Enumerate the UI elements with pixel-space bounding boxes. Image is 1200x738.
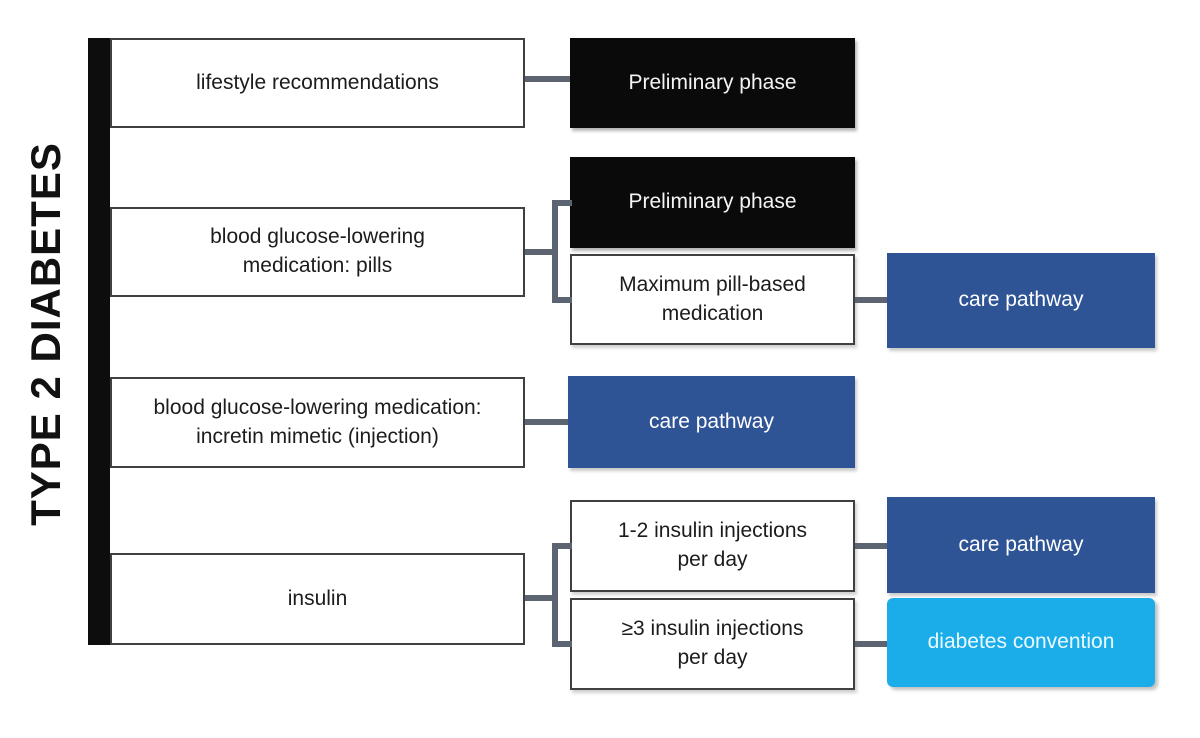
node-preliminary-phase-2: Preliminary phase	[570, 157, 855, 248]
connector-pills-to-maximum	[558, 297, 572, 303]
diagram-title: TYPE 2 DIABETES	[22, 142, 69, 526]
stage-label: insulin	[287, 586, 348, 610]
node-label: Preliminary phase	[628, 190, 797, 214]
connector-insulin-stem	[525, 595, 552, 601]
stage-group-bar	[88, 38, 110, 645]
node-label-line1: 1-2 insulin injections	[617, 519, 808, 543]
node-care-pathway-incretin: care pathway	[568, 376, 855, 468]
node-maximum-pill-based-medication: Maximum pill-based medication	[570, 254, 855, 345]
connector-incretin-to-care-pathway2	[525, 419, 568, 425]
node-1-2-insulin-injections: 1-2 insulin injections per day	[570, 500, 855, 592]
connector-lifestyle-to-preliminary1	[525, 76, 570, 82]
stage-box-lifestyle: lifestyle recommendations	[110, 38, 525, 128]
node-preliminary-phase-1: Preliminary phase	[570, 38, 855, 128]
stage-box-incretin: blood glucose-lowering medication: incre…	[110, 377, 525, 468]
node-care-pathway-pills: care pathway	[887, 253, 1155, 348]
node-diabetes-convention: diabetes convention	[887, 598, 1155, 687]
node-3plus-insulin-injections: ≥3 insulin injections per day	[570, 598, 855, 690]
connector-pills-branch-vertical	[552, 200, 558, 303]
node-label: care pathway	[649, 409, 774, 433]
node-label: Preliminary phase	[628, 70, 797, 94]
connector-pills-to-preliminary2	[558, 200, 572, 206]
stage-box-insulin: insulin	[110, 553, 525, 645]
node-label: care pathway	[958, 288, 1084, 312]
connector-pills-stem	[525, 249, 552, 255]
connector-insulin-branch-vertical	[552, 543, 558, 647]
node-label-line1: Maximum pill-based	[619, 272, 806, 296]
stage-label-line1: blood glucose-lowering medication:	[153, 395, 482, 419]
connector-injections12-to-care-pathway3	[855, 543, 887, 549]
connector-maximum-to-care-pathway1	[855, 297, 887, 303]
node-label-line2: per day	[677, 548, 748, 571]
connector-insulin-to-injections12	[558, 543, 572, 549]
node-label: diabetes convention	[927, 630, 1115, 654]
node-label-line2: per day	[677, 646, 748, 669]
stage-label-line2: medication: pills	[242, 254, 393, 277]
connector-injections3plus-to-convention	[855, 641, 887, 647]
stage-label: lifestyle recommendations	[196, 70, 439, 94]
node-care-pathway-insulin: care pathway	[887, 497, 1155, 593]
stage-label-line1: blood glucose-lowering	[210, 225, 425, 249]
node-label-line2: medication	[661, 301, 764, 325]
stage-box-pills: blood glucose-lowering medication: pills	[110, 207, 525, 297]
connector-insulin-to-injections3plus	[558, 641, 572, 647]
node-label: care pathway	[958, 532, 1084, 556]
node-label-line1: ≥3 insulin injections	[621, 617, 804, 641]
stage-label-line2: incretin mimetic (injection)	[196, 424, 439, 448]
